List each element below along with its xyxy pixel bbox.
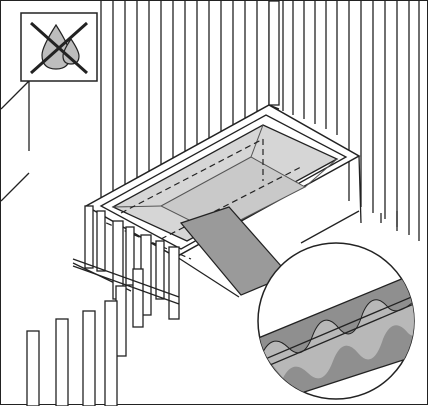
corrugated-sheet-detail-icon <box>257 242 415 400</box>
front-framing <box>72 205 180 357</box>
corner-post <box>268 1 280 110</box>
left-wall-boards <box>1 80 30 202</box>
floor-studs <box>26 300 118 406</box>
no-water-icon <box>20 12 98 82</box>
right-wall-boards <box>282 1 420 241</box>
bathtub <box>99 114 348 250</box>
